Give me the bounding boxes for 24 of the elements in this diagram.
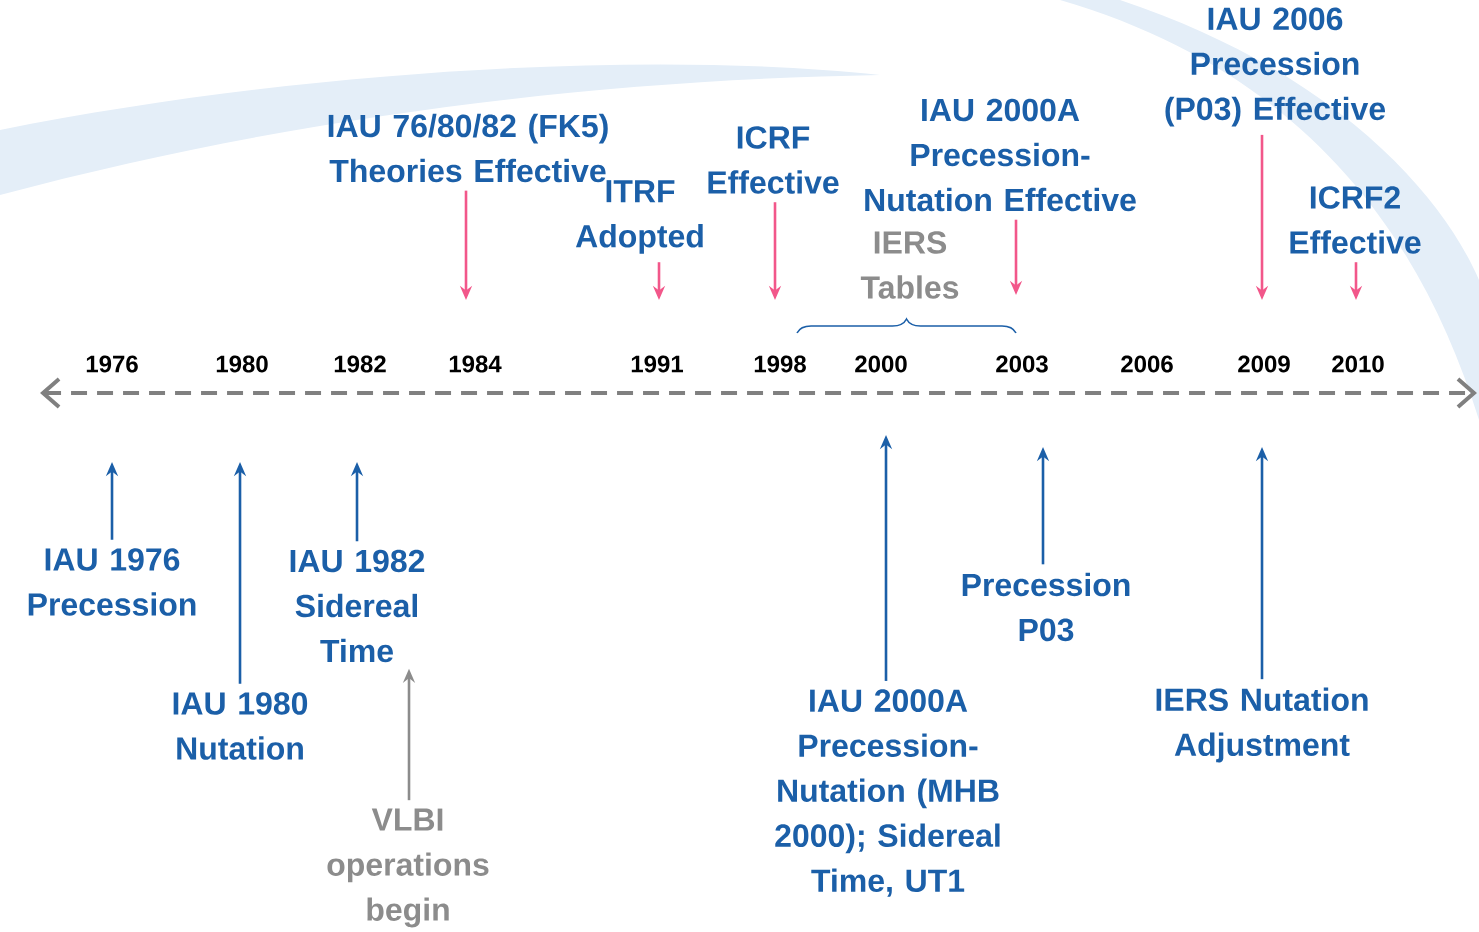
year-label: 1982 xyxy=(334,355,386,373)
year-label: 2000 xyxy=(855,355,907,373)
event-text: ICRF Effective xyxy=(708,126,839,194)
event-text: IAU 1980 Nutation xyxy=(173,692,308,760)
year-label: 2003 xyxy=(996,355,1048,373)
year-label: 2006 xyxy=(1121,355,1173,373)
brace-label: IERS Tables xyxy=(860,231,959,299)
year-label: 2009 xyxy=(1238,355,1290,373)
year-label: 1991 xyxy=(631,355,683,373)
year-label: 2010 xyxy=(1332,355,1384,373)
year-label: 1980 xyxy=(216,355,268,373)
event-text: IAU 1982 Sidereal Time xyxy=(290,549,425,663)
year-label: 1998 xyxy=(754,355,806,373)
event-text: IAU 2006 Precession (P03) Effective xyxy=(1165,7,1385,127)
event-text: IAU 2000A Precession-Nutation Effective xyxy=(865,98,1136,212)
event-text: IAU 1976 Precession xyxy=(28,548,196,616)
event-text: VLBI operations begin xyxy=(327,808,489,928)
event-text: IAU 2000A Precession-Nutation (MHB 2000); Sidereal Time, UT1 xyxy=(775,689,1000,897)
event-text: IAU 76/80/82 (FK5) Theories Effective xyxy=(328,113,608,183)
event-text: ICRF2 Effective xyxy=(1290,186,1421,254)
year-label: 1976 xyxy=(86,355,138,373)
year-label: 1984 xyxy=(449,355,502,373)
event-text: Precession P03 xyxy=(962,572,1130,642)
event-text: IERS Nutation Adjustment xyxy=(1156,687,1368,763)
